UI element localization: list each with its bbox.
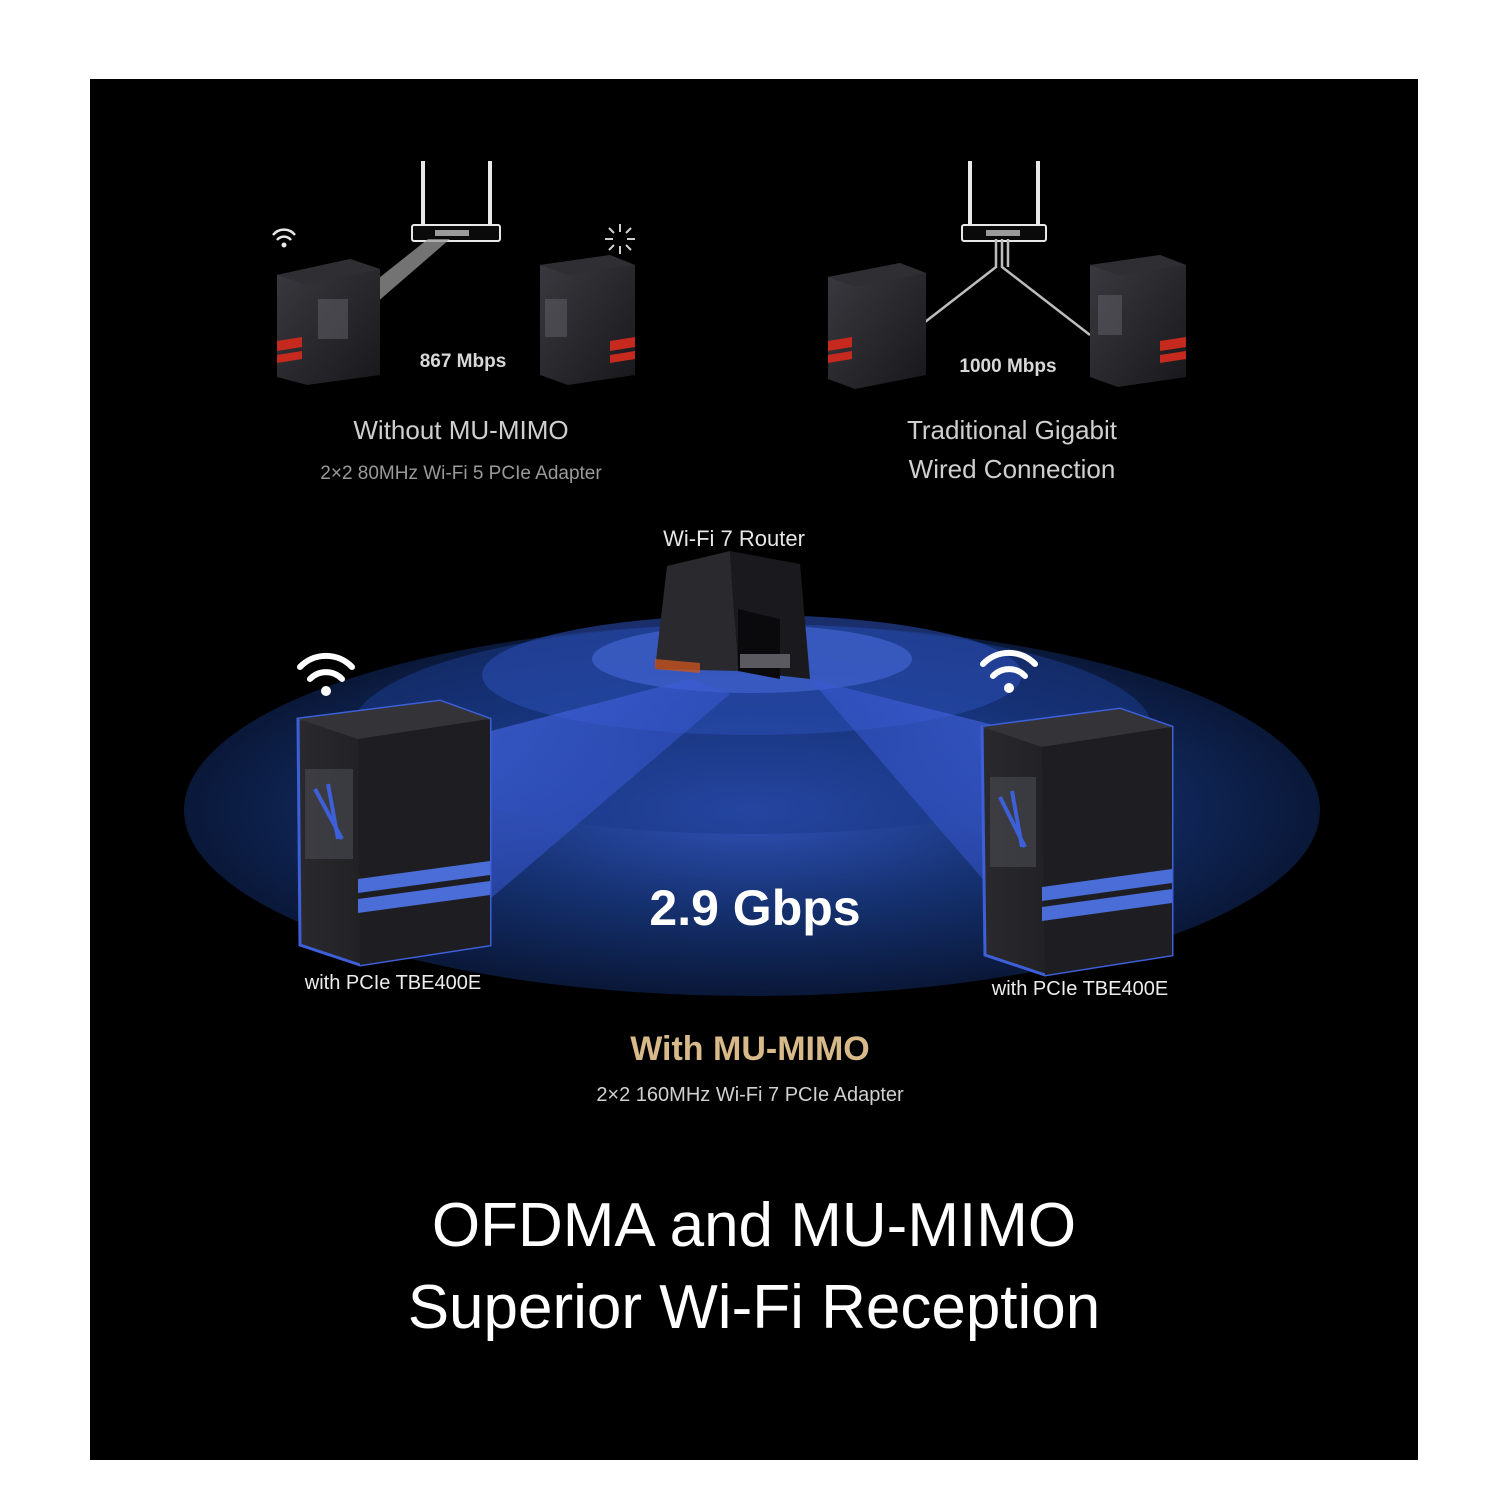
speed-label-without: 867 Mbps	[419, 351, 507, 372]
pc-left-label: with PCIe TBE400E	[304, 972, 482, 994]
headline-line2: Superior Wi-Fi Reception	[407, 1273, 1101, 1342]
caption-with: 2×2 160MHz Wi-Fi 7 PCIe Adapter	[596, 1084, 904, 1106]
title-wired-line1: Traditional Gigabit	[906, 415, 1118, 445]
title-without-mu-mimo: Without MU-MIMO	[353, 415, 569, 445]
router-icon	[411, 161, 501, 242]
caption-without: 2×2 80MHz Wi-Fi 5 PCIe Adapter	[320, 463, 602, 484]
pc-tower-icon	[980, 707, 1174, 977]
wifi-icon	[297, 652, 355, 696]
wifi-weak-icon	[605, 224, 635, 254]
infographic-panel: 867 Mbps Without MU-MIMO 2×2 80MHz Wi-Fi…	[90, 79, 1418, 1460]
ethernet-cables	[915, 239, 1091, 336]
speed-label-wired: 1000 Mbps	[959, 356, 1057, 377]
headline-line1: OFDMA and MU-MIMO	[431, 1191, 1077, 1260]
wifi-icon	[980, 649, 1038, 693]
title-with-mu-mimo: With MU-MIMO	[630, 1030, 870, 1068]
pc-tower-icon	[540, 255, 635, 385]
router-label: Wi-Fi 7 Router	[663, 526, 805, 551]
router-icon	[961, 161, 1047, 242]
scene-illustration	[184, 161, 1320, 996]
pc-tower-icon	[296, 699, 492, 967]
pc-right-label: with PCIe TBE400E	[991, 978, 1169, 1000]
title-wired-line2: Wired Connection	[908, 454, 1116, 484]
wifi-icon	[272, 228, 296, 248]
pc-tower-icon	[828, 263, 926, 389]
pc-tower-icon	[277, 259, 380, 385]
main-speed: 2.9 Gbps	[649, 880, 861, 936]
signal-beam-left	[460, 679, 730, 899]
pc-tower-icon	[1090, 255, 1186, 387]
router-icon	[655, 551, 810, 679]
